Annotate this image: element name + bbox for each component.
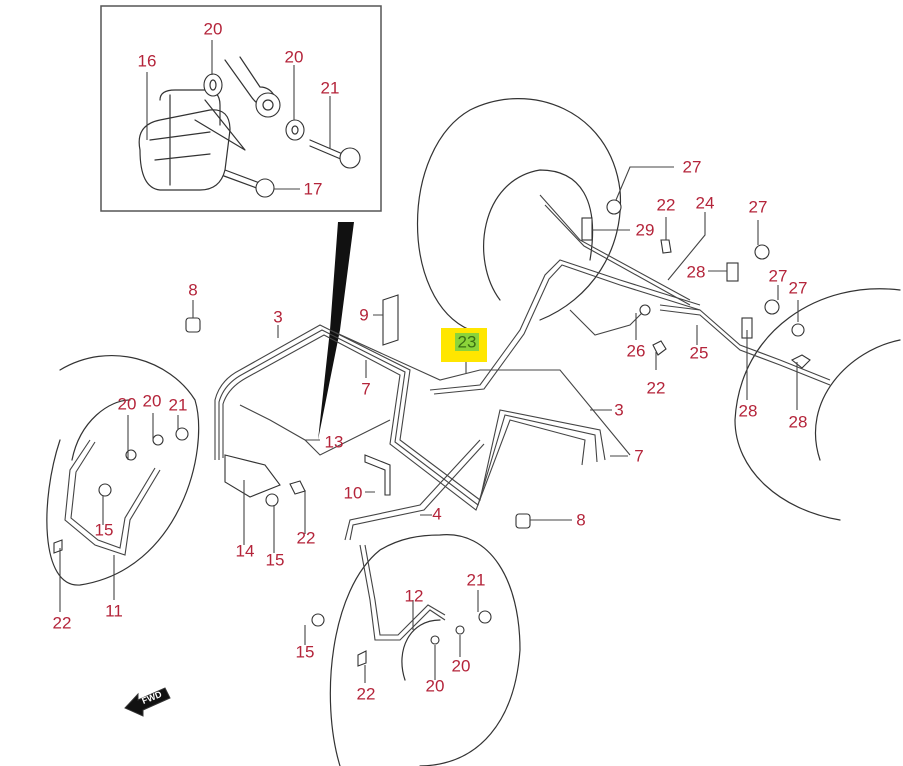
callout-7[interactable]: 7 <box>634 446 644 466</box>
callout-26[interactable]: 26 <box>626 341 646 361</box>
brake-pipe-4 <box>344 439 485 541</box>
callout-15[interactable]: 15 <box>265 550 285 570</box>
callout-11[interactable]: 11 <box>105 601 123 621</box>
brake-pipe-3 <box>214 324 606 511</box>
callout-23-selected[interactable]: 23 <box>457 332 477 352</box>
hose-26 <box>569 304 651 336</box>
callout-22[interactable]: 22 <box>52 613 72 633</box>
washer-20a <box>203 73 223 97</box>
callout-17[interactable]: 17 <box>303 179 323 199</box>
callout-22[interactable]: 22 <box>656 195 676 215</box>
tire-rear-right <box>416 97 622 331</box>
callout-21[interactable]: 21 <box>320 78 340 98</box>
bolt-27a <box>606 199 622 215</box>
inset-pointer <box>318 222 354 440</box>
washer-20b <box>285 119 305 141</box>
clip-22a <box>660 239 672 254</box>
clip-22e <box>357 650 367 667</box>
callout-28[interactable]: 28 <box>788 412 808 432</box>
callout-15[interactable]: 15 <box>94 520 114 540</box>
callout-8[interactable]: 8 <box>188 280 198 300</box>
banjo-fitting <box>224 56 281 118</box>
callout-22[interactable]: 22 <box>356 684 376 704</box>
clip-22b <box>652 340 667 356</box>
callout-25[interactable]: 25 <box>689 343 709 363</box>
callout-20[interactable]: 20 <box>142 391 162 411</box>
inset-box <box>100 5 382 212</box>
bolt-21 <box>309 139 361 169</box>
tire-front-left <box>329 534 521 766</box>
callout-15[interactable]: 15 <box>295 642 315 662</box>
callout-27[interactable]: 27 <box>768 266 788 286</box>
bracket-28a <box>726 262 739 282</box>
callout-20[interactable]: 20 <box>451 656 471 676</box>
brake-pipe-23 <box>429 259 701 395</box>
bolt-21b <box>478 610 492 624</box>
hose-12 <box>359 544 446 641</box>
bracket-14 <box>224 454 281 498</box>
brake-pipe-13 <box>239 404 391 456</box>
callout-27[interactable]: 27 <box>748 197 768 217</box>
callout-9[interactable]: 9 <box>359 305 369 325</box>
brake-pipe-24 <box>539 194 691 306</box>
clamp-10 <box>364 454 391 496</box>
bracket-29 <box>581 217 593 241</box>
callout-20[interactable]: 20 <box>203 19 223 39</box>
selected-part-highlight-inner <box>455 333 479 351</box>
callout-20[interactable]: 20 <box>425 676 445 696</box>
bolt-27d <box>791 323 805 337</box>
clamp-8a <box>185 317 201 333</box>
bolt-27b <box>754 244 770 260</box>
callout-3[interactable]: 3 <box>273 307 283 327</box>
bolt-15c <box>311 613 325 627</box>
clamp-9 <box>382 294 399 346</box>
callout-28[interactable]: 28 <box>686 262 706 282</box>
clip-22c <box>289 480 306 495</box>
callout-21[interactable]: 21 <box>466 570 486 590</box>
washers-20-front <box>125 434 164 461</box>
callout-16[interactable]: 16 <box>137 51 157 71</box>
brake-pipe-7 <box>329 329 631 456</box>
callout-22[interactable]: 22 <box>646 378 666 398</box>
callout-21[interactable]: 21 <box>168 395 188 415</box>
callout-28[interactable]: 28 <box>738 401 758 421</box>
hose-11 <box>64 439 161 556</box>
callout-8[interactable]: 8 <box>576 510 586 530</box>
callout-7[interactable]: 7 <box>361 379 371 399</box>
callout-24[interactable]: 24 <box>695 193 715 213</box>
callout-20[interactable]: 20 <box>117 394 137 414</box>
clip-22d <box>53 539 63 554</box>
callout-22[interactable]: 22 <box>296 528 316 548</box>
tire-front-right <box>46 355 200 586</box>
bolt-15a <box>98 483 112 497</box>
caliper-body <box>138 89 246 191</box>
bolt-21a <box>175 427 189 441</box>
callout-29[interactable]: 29 <box>635 220 655 240</box>
callout-12[interactable]: 12 <box>404 586 424 606</box>
bolt-17 <box>223 169 275 198</box>
callout-4[interactable]: 4 <box>432 504 442 524</box>
callout-27[interactable]: 27 <box>682 157 702 177</box>
fwd-arrow-icon <box>124 687 171 717</box>
clamp-8b <box>515 513 531 529</box>
callout-14[interactable]: 14 <box>235 541 255 561</box>
bracket-28c <box>790 354 811 369</box>
callout-20[interactable]: 20 <box>284 47 304 67</box>
bolt-27c <box>764 299 780 315</box>
callout-13[interactable]: 13 <box>324 432 344 452</box>
tire-rear-left <box>734 288 901 521</box>
callout-3[interactable]: 3 <box>614 400 624 420</box>
callout-27[interactable]: 27 <box>788 278 808 298</box>
callout-10[interactable]: 10 <box>343 483 363 503</box>
washers-20-rear <box>430 625 465 645</box>
bolt-15b <box>265 493 279 507</box>
